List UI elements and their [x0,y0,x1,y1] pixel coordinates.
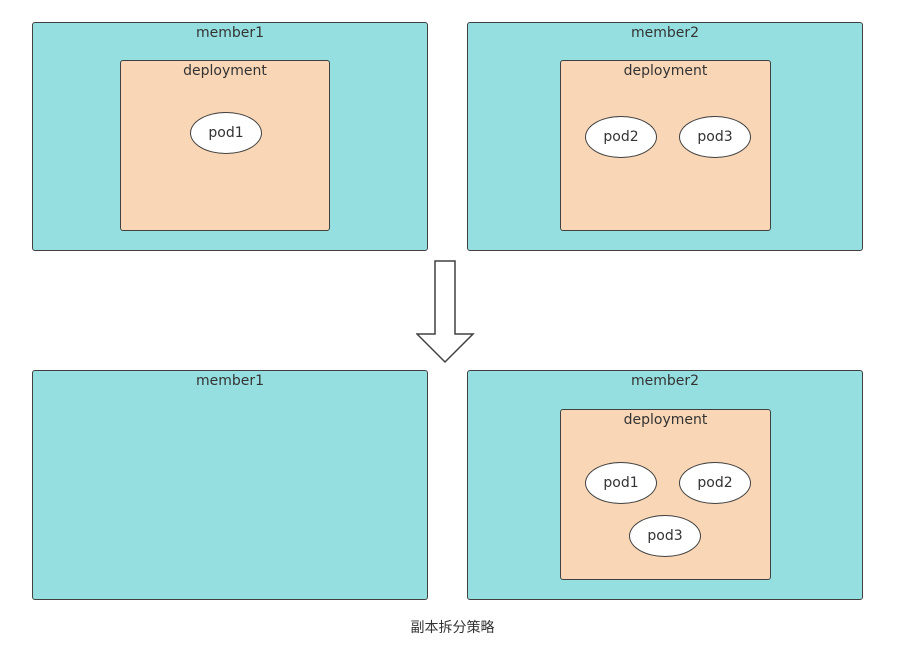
pod-node: pod2 [585,116,657,158]
diagram-caption: 副本拆分策略 [410,620,495,636]
deployment-label: deployment [183,63,267,79]
pod-node: pod1 [585,462,657,504]
bottom-member2-deployment-box: deployment pod1 pod2 pod3 [560,409,771,580]
bottom-member1-box: member1 [32,370,428,600]
pod-node: pod3 [629,515,701,557]
hollow-down-arrow-icon [416,260,475,364]
member-label: member1 [195,373,265,389]
top-member1-deployment-box: deployment pod1 [120,60,330,231]
pod-node: pod2 [679,462,751,504]
member-label: member1 [195,25,265,41]
member-label: member2 [630,373,700,389]
bottom-member2-box: member2 deployment pod1 pod2 pod3 [467,370,863,600]
pod-node: pod3 [679,116,751,158]
deployment-label: deployment [623,412,708,428]
deployment-label: deployment [623,63,708,79]
top-member2-deployment-box: deployment pod2 pod3 [560,60,771,231]
pod-node: pod1 [190,112,262,154]
member-label: member2 [630,25,700,41]
top-member2-box: member2 deployment pod2 pod3 [467,22,863,251]
top-member1-box: member1 deployment pod1 [32,22,428,251]
